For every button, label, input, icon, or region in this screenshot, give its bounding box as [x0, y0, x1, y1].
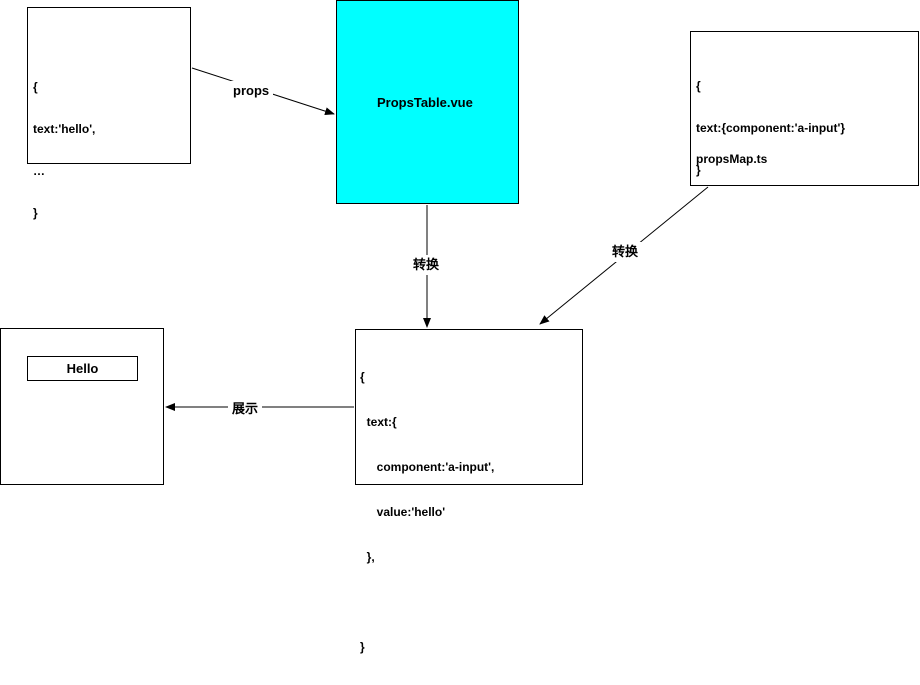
props-table-box: PropsTable.vue	[336, 0, 519, 204]
props-label: props	[229, 81, 274, 101]
code-line: {	[696, 79, 701, 93]
code-line: text:'hello',	[33, 122, 96, 136]
preview-input-text: Hello	[66, 361, 99, 376]
code-line: value:'hello'	[360, 505, 446, 519]
props-table-title: PropsTable.vue	[377, 95, 473, 110]
display-label: 展示	[228, 399, 263, 419]
code-line: {	[33, 80, 38, 94]
code-line: component:'a-input',	[360, 460, 495, 474]
convert-left-label: 转换	[409, 255, 444, 275]
preview-input[interactable]: Hello	[27, 356, 138, 381]
code-line: {	[360, 370, 365, 384]
code-line	[360, 595, 494, 610]
code-line: }	[360, 640, 365, 654]
props-map-code: { text:{component:'a-input'} }	[696, 51, 845, 205]
result-box: { text:{ component:'a-input', value:'hel…	[355, 329, 583, 654]
code-line: text:{	[360, 415, 397, 429]
props-map-filename: propsMap.ts	[696, 152, 768, 166]
code-line: },	[360, 550, 375, 564]
props-map-box: { text:{component:'a-input'} } propsMap.…	[690, 31, 919, 186]
source-props-box: { text:'hello', … }	[27, 7, 191, 220]
code-line: }	[33, 206, 38, 220]
source-props-code: { text:'hello', … }	[33, 52, 95, 248]
preview-box: Hello	[0, 328, 164, 485]
code-line: }	[696, 163, 701, 177]
code-line: text:{component:'a-input'}	[696, 121, 846, 135]
convert-right-label: 转换	[608, 242, 643, 262]
result-code: { text:{ component:'a-input', value:'hel…	[360, 340, 494, 685]
code-line: …	[33, 164, 45, 178]
